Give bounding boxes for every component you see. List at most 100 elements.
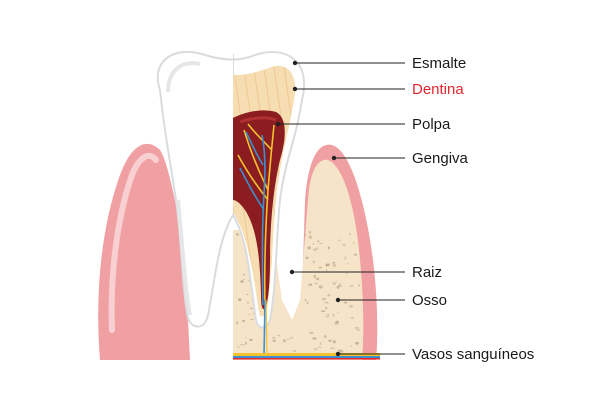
bone-speck	[326, 269, 328, 272]
bone-speck	[309, 283, 313, 286]
bone-speck	[335, 320, 340, 324]
bone-speck	[325, 306, 328, 310]
label-vasos-text: Vasos sanguíneos	[412, 346, 534, 363]
bone-speck	[337, 349, 342, 351]
bone-speck	[327, 313, 329, 317]
bone-speck	[308, 283, 310, 287]
bone-speck	[236, 233, 239, 236]
bone-speck	[304, 234, 307, 236]
bone-speck	[318, 285, 323, 289]
bone-speck	[337, 311, 339, 313]
bone-speck	[335, 280, 337, 283]
bone-speck	[332, 340, 336, 344]
bone-speck	[336, 285, 340, 289]
bone-speck	[277, 334, 280, 337]
bone-speck	[334, 322, 339, 325]
bone-speck	[355, 341, 359, 345]
bone-speck	[349, 305, 353, 308]
bone-speck	[272, 339, 276, 342]
bone-speck	[312, 260, 315, 264]
label-osso-text: Osso	[412, 292, 447, 309]
bone-speck	[313, 348, 318, 351]
bone-speck	[349, 285, 354, 287]
bone-speck	[332, 313, 335, 317]
pulp	[233, 110, 285, 310]
bone-speck	[289, 337, 294, 339]
bone-speck	[342, 243, 346, 246]
bone-speck	[245, 341, 247, 345]
bone-speck	[312, 337, 317, 340]
bone-speck	[354, 253, 357, 256]
label-polpa: Polpa	[275, 116, 451, 133]
bone-speck	[306, 301, 309, 305]
label-osso: Osso	[335, 292, 447, 309]
bone-speck	[316, 240, 320, 242]
bone-speck	[354, 327, 359, 329]
bone-speck	[356, 328, 360, 331]
bone-speck	[339, 283, 341, 287]
label-dentina: Dentina	[292, 81, 464, 98]
bone-speck	[272, 336, 276, 340]
bone-speck	[238, 298, 242, 302]
bone-speck	[240, 344, 245, 346]
label-gengiva: Gengiva	[331, 150, 469, 167]
bone-speck	[330, 347, 335, 350]
bone-speck	[240, 280, 244, 283]
bone-speck	[350, 345, 352, 347]
label-esmalte: Esmalte	[292, 55, 466, 72]
bone-speck	[324, 335, 327, 338]
bone-speck	[347, 263, 349, 265]
bone-speck	[248, 313, 251, 316]
bone-speck	[308, 230, 311, 234]
bone-speck	[244, 337, 247, 339]
bone-speck	[332, 263, 336, 268]
bone-speck	[304, 299, 307, 302]
label-vasos: Vasos sanguíneos	[335, 346, 534, 363]
bone-speck	[346, 272, 348, 275]
bone-speck	[313, 248, 318, 251]
bone-speck	[249, 338, 253, 341]
bone-speck	[319, 342, 322, 345]
bone-speck	[237, 346, 241, 348]
bone-speck	[243, 279, 246, 281]
bone-speck	[315, 277, 320, 281]
bone-speck	[243, 273, 245, 276]
bone-speck	[246, 293, 249, 295]
bone-speck	[286, 338, 290, 340]
bone-speck	[324, 301, 329, 304]
bone-speck	[327, 294, 331, 297]
bone-speck	[312, 243, 315, 245]
bone-speck	[358, 284, 361, 287]
bone-speck	[308, 235, 313, 239]
bone-speck	[318, 242, 323, 245]
bone-speck	[343, 301, 347, 304]
bone-speck	[249, 318, 254, 320]
tooth-exterior	[156, 50, 233, 328]
bone-speck	[350, 317, 354, 319]
bone-speck	[327, 246, 330, 250]
bone-speck	[305, 256, 309, 260]
bone-speck	[325, 263, 330, 267]
bone-speck	[235, 321, 239, 325]
label-esmalte-text: Esmalte	[412, 55, 466, 72]
bone-speck	[322, 297, 326, 301]
bone-speck	[309, 331, 314, 334]
bone-speck	[246, 301, 249, 304]
bone-speck	[250, 307, 254, 310]
bone-speck	[314, 282, 319, 285]
bone-speck	[321, 310, 326, 313]
bone-speck	[313, 274, 316, 279]
bone-speck	[242, 319, 245, 323]
bone-speck	[332, 261, 336, 264]
label-raiz: Raiz	[289, 264, 442, 281]
bone-speck	[317, 346, 322, 348]
bone-speck	[324, 316, 329, 318]
nerve-blue	[239, 131, 266, 306]
bone-speck	[307, 246, 311, 250]
bone-speck	[316, 247, 319, 250]
bone-speck	[349, 233, 352, 236]
label-gengiva-text: Gengiva	[412, 150, 469, 167]
bone-speck	[337, 239, 341, 241]
